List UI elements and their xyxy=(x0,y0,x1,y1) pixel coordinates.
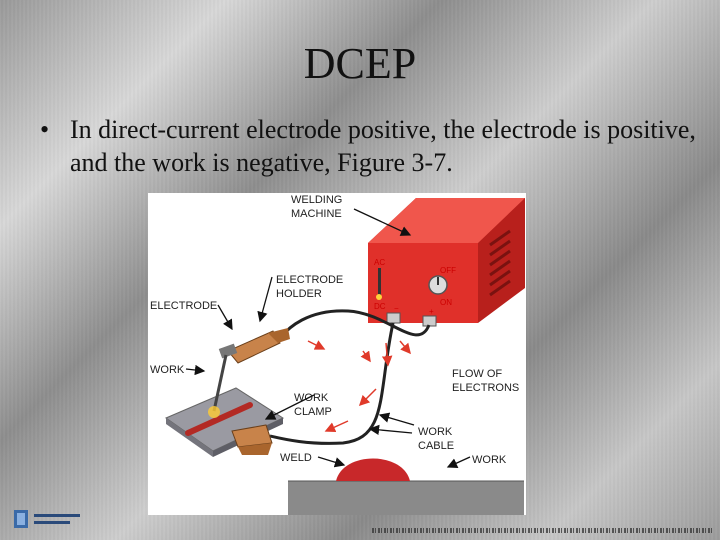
flow-of-electrons-label-line1: FLOW OF xyxy=(452,368,502,380)
electrode-holder-label-line1: ELECTRODE xyxy=(276,274,343,286)
electrode-holder-label-line2: HOLDER xyxy=(276,288,322,300)
work-cable-label-line2: CABLE xyxy=(418,440,454,452)
weld-cross-section xyxy=(288,458,524,515)
work-clamp-label-line2: CLAMP xyxy=(294,406,332,418)
electrode-holder xyxy=(208,328,290,418)
welding-machine-label-line1: WELDING xyxy=(291,194,342,206)
dcep-diagram: AC DC OFF ON − + xyxy=(148,193,526,515)
work-clamp xyxy=(231,424,273,455)
bullet-symbol: • xyxy=(40,115,50,144)
off-label: OFF xyxy=(440,266,456,275)
on-label: ON xyxy=(440,298,452,307)
leader-arrows xyxy=(185,208,471,468)
publisher-logo xyxy=(14,510,80,528)
work-label-right: WORK xyxy=(472,454,507,466)
flow-of-electrons-label-line2: ELECTRONS xyxy=(452,382,519,394)
welding-machine-label-line2: MACHINE xyxy=(291,208,342,220)
bullet-item: • In direct-current electrode positive, … xyxy=(40,113,700,179)
footer-copyright-bar xyxy=(372,528,712,533)
ac-label: AC xyxy=(374,258,385,267)
flow-arrows xyxy=(307,340,411,433)
plus-terminal-label: + xyxy=(429,307,434,316)
vent-slots xyxy=(489,229,511,297)
work-clamp-label-line1: WORK xyxy=(294,392,329,404)
work-cable-label-line1: WORK xyxy=(418,426,453,438)
work-label-left: WORK xyxy=(150,364,185,376)
cables xyxy=(269,309,431,445)
electrode-label: ELECTRODE xyxy=(150,300,217,312)
weld-label: WELD xyxy=(280,452,312,464)
slide-title: DCEP xyxy=(303,39,417,88)
dc-label: DC xyxy=(374,302,386,311)
bullet-text: In direct-current electrode positive, th… xyxy=(70,115,696,177)
minus-terminal-label: − xyxy=(394,304,399,313)
